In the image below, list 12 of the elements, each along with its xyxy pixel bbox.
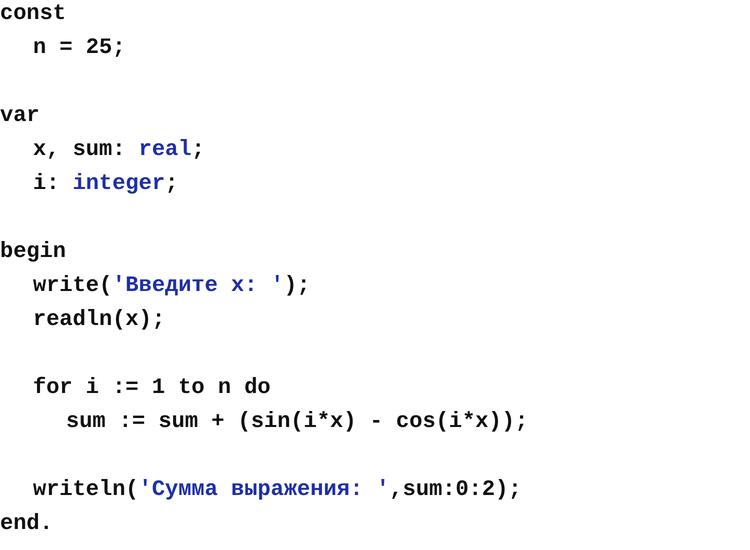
code-line: var (0, 102, 40, 130)
code-line: n = 25; (33, 34, 126, 62)
code-line: write('Введите x: '); (33, 272, 310, 300)
code-line: sum := sum + (sin(i*x) - cos(i*x)); (66, 408, 528, 436)
code-line: begin (0, 238, 66, 266)
code-line: for i := 1 to n do (33, 374, 271, 402)
code-line: end. (0, 510, 53, 538)
code-line: writeln('Сумма выражения: ',sum:0:2); (33, 476, 522, 504)
code-line: i: integer; (33, 170, 178, 198)
code-line: x, sum: real; (33, 136, 205, 164)
code-line: const (0, 0, 66, 28)
code-line: readln(x); (33, 306, 166, 334)
